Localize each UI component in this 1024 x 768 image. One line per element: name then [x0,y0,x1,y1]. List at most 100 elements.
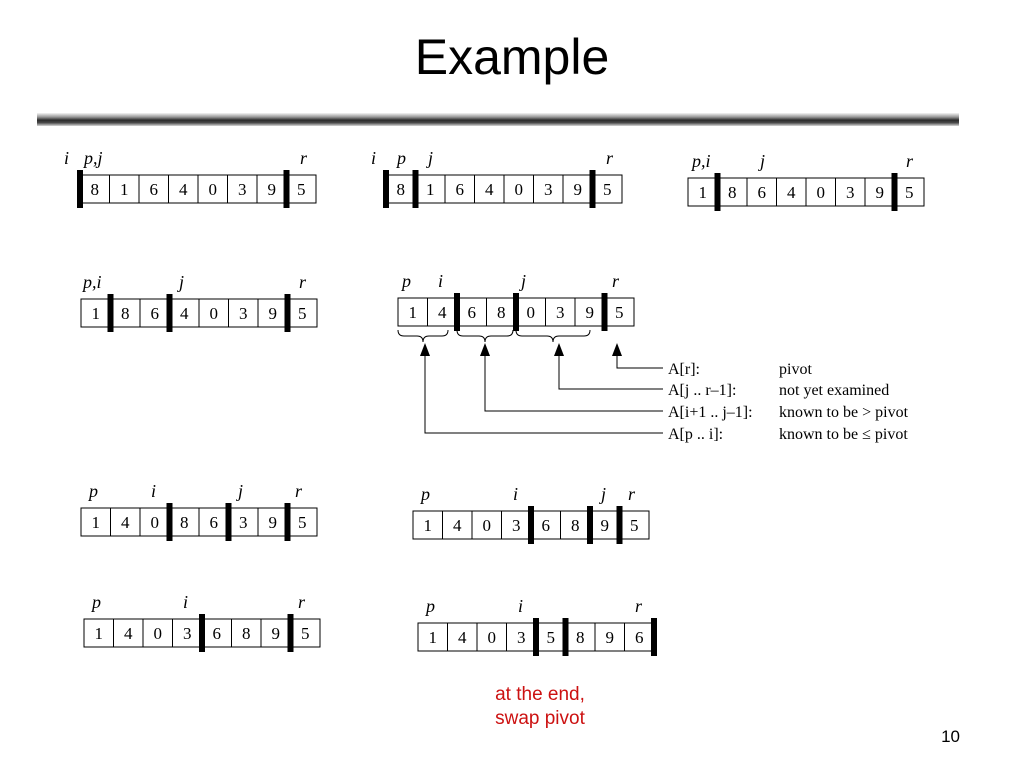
array-cell-value: 9 [876,183,885,202]
array-cell-value: 3 [544,180,553,199]
index-marker: j [519,271,526,291]
array-cell-value: 9 [586,303,595,322]
leader-unexamined [558,345,663,390]
partition-divider [589,170,596,208]
partition-divider [528,506,534,544]
array-cell-value: 5 [547,628,556,647]
partition-divider [225,503,232,541]
array-cell-value: 0 [488,628,497,647]
partition-divider [77,170,83,208]
array-cell-value: 6 [456,180,465,199]
index-marker: j [426,148,433,168]
array-cell-value: 3 [239,304,248,323]
index-marker: r [299,272,307,292]
index-marker: p [424,596,435,616]
index-marker: p [90,592,101,612]
array-cell-value: 3 [556,303,565,322]
array-cell-value: 5 [615,303,624,322]
partition-divider [616,506,623,544]
array-cell-value: 9 [269,513,278,532]
array-cell-value: 4 [179,180,188,199]
arrowhead-pivot [612,343,622,356]
array-cell-value: 4 [787,183,796,202]
legend-expression: A[i+1 .. j–1]: [668,404,753,421]
legend-description: known to be ≤ pivot [779,426,908,443]
index-marker: r [295,481,303,501]
array-cell-value: 3 [239,513,248,532]
partition-divider [454,293,460,331]
index-marker: i [151,481,156,501]
array-cell-value: 3 [517,628,526,647]
index-marker: i [371,148,376,168]
index-marker: i [513,484,518,504]
array-cell-value: 9 [268,180,277,199]
array-cell-value: 3 [846,183,855,202]
legend-expression: A[j .. r–1]: [668,382,736,399]
array-cell-value: 4 [124,624,133,643]
array-cell-value: 0 [154,624,163,643]
index-marker: i [518,596,523,616]
partition-divider [513,293,519,331]
array-cell-value: 1 [429,628,438,647]
array-cell-value: 4 [438,303,447,322]
array-cell-value: 3 [512,516,521,535]
index-marker: j [599,484,606,504]
array-cell-value: 0 [209,180,218,199]
array-cell-value: 5 [630,516,639,535]
partition-divider [587,506,593,544]
index-marker: p,j [82,148,103,168]
array-cell-value: 8 [576,628,585,647]
slide-title: Example [414,29,610,85]
array-cell-value: 9 [606,628,615,647]
partition-divider [284,294,291,332]
swap-pivot-note: at the end, swap pivot [440,683,640,731]
index-marker: j [236,481,243,501]
array-cell-value: 1 [409,303,418,322]
array-cell-value: 8 [728,183,737,202]
array-cell-value: 1 [92,304,101,323]
partition-divider [714,173,721,211]
array-cell-value: 6 [542,516,551,535]
array-cell-value: 8 [497,303,506,322]
array-cell-value: 0 [817,183,826,202]
note-line-2: swap pivot [495,708,585,729]
array-cell-value: 9 [574,180,583,199]
array-cell-value: 0 [515,180,524,199]
array-cell-value: 8 [242,624,251,643]
array-cell-value: 6 [758,183,767,202]
index-marker: i [183,592,188,612]
array-cell-value: 9 [269,304,278,323]
array-cell-value: 4 [458,628,467,647]
array-cell-value: 0 [527,303,536,322]
index-marker: p [395,148,406,168]
array-cell-value: 1 [120,180,129,199]
array-cell-value: 6 [635,628,644,647]
index-marker: p,i [690,151,711,171]
partition-divider [107,294,114,332]
array-cell-value: 6 [150,180,159,199]
arrowhead-less-equal [420,343,430,356]
array-cell-value: 6 [151,304,160,323]
array-cell-value: 4 [453,516,462,535]
legend-expression: A[r]: [668,361,700,378]
partition-divider [562,618,569,656]
array-cell-value: 3 [238,180,247,199]
title-divider [37,113,959,126]
array-cell-value: 0 [210,304,219,323]
array-cell-value: 0 [483,516,492,535]
partition-divider [283,170,290,208]
legend-annotation [397,329,663,434]
index-marker: r [298,592,306,612]
partition-divider [601,293,608,331]
index-marker: i [438,271,443,291]
partition-divider [166,294,173,332]
array-cell-value: 4 [121,513,130,532]
index-marker: r [300,148,308,168]
